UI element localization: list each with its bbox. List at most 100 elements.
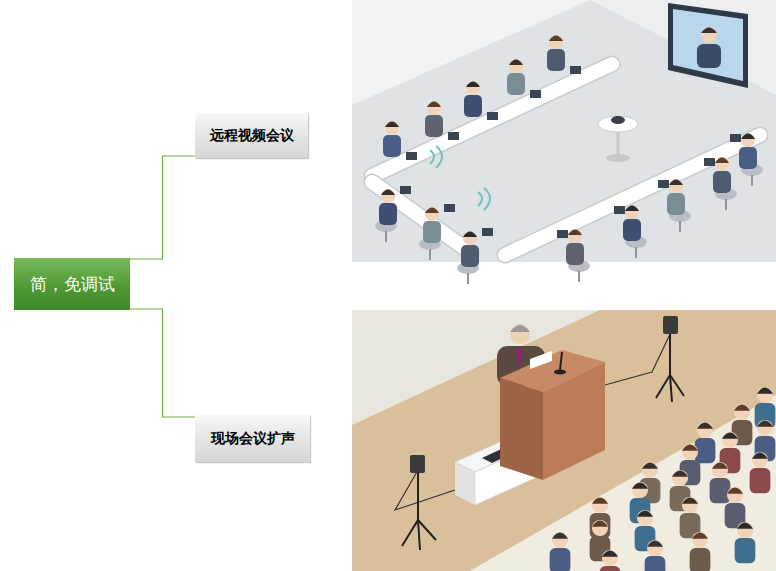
person bbox=[464, 81, 482, 117]
person-body bbox=[645, 556, 666, 571]
person-hair bbox=[637, 511, 653, 517]
person-body bbox=[461, 245, 479, 267]
person bbox=[566, 229, 584, 265]
conference-table bbox=[505, 135, 760, 255]
person-body bbox=[550, 548, 571, 571]
person-body bbox=[423, 221, 441, 243]
person-hair bbox=[722, 433, 738, 439]
laptop bbox=[658, 180, 669, 188]
person-hair bbox=[568, 230, 582, 236]
on-site-amplification-hall bbox=[352, 310, 776, 571]
person bbox=[735, 522, 756, 563]
person-hair bbox=[715, 158, 729, 164]
node-label: 简，免调试 bbox=[30, 273, 115, 296]
laptop bbox=[444, 204, 455, 212]
podium-front bbox=[543, 362, 605, 480]
person-hair bbox=[741, 134, 755, 140]
person-head bbox=[637, 510, 653, 526]
person-head bbox=[509, 59, 523, 73]
sound-wave bbox=[430, 146, 442, 168]
laptop bbox=[448, 132, 459, 140]
person-hair bbox=[647, 541, 663, 547]
podium-mic bbox=[560, 352, 562, 370]
person-head bbox=[427, 101, 441, 115]
person bbox=[750, 452, 771, 493]
person-body bbox=[739, 147, 757, 169]
person-body bbox=[600, 566, 621, 571]
laptop bbox=[530, 90, 541, 98]
person-body bbox=[383, 135, 401, 157]
person bbox=[680, 497, 701, 538]
person-head bbox=[552, 532, 568, 548]
person-hair bbox=[692, 533, 708, 539]
person-hair bbox=[427, 102, 441, 108]
person-head bbox=[741, 133, 755, 147]
person-body bbox=[590, 513, 611, 538]
person-hair bbox=[552, 533, 568, 539]
person-head bbox=[734, 404, 750, 420]
person-hair bbox=[682, 445, 698, 451]
loudspeaker bbox=[410, 455, 425, 473]
chair-stem bbox=[725, 199, 727, 210]
tv-person-head bbox=[701, 27, 717, 43]
person bbox=[623, 205, 641, 241]
node-label: 远程视频会议 bbox=[210, 127, 294, 145]
tv-screen bbox=[673, 9, 743, 81]
laptop bbox=[614, 206, 625, 214]
speaker-cable bbox=[395, 470, 455, 510]
person-hair bbox=[425, 208, 439, 214]
person-head bbox=[757, 387, 773, 403]
person-hair bbox=[466, 82, 480, 88]
tv-person-hair bbox=[701, 28, 717, 34]
person bbox=[507, 59, 525, 95]
video-conference-room bbox=[352, 0, 776, 262]
tripod-leg bbox=[670, 375, 672, 402]
chair-stem bbox=[635, 247, 637, 258]
person bbox=[725, 487, 746, 528]
person-hair bbox=[592, 521, 608, 527]
person-hair bbox=[592, 498, 608, 504]
speaker-head bbox=[510, 324, 530, 344]
person-body bbox=[566, 243, 584, 265]
person bbox=[547, 35, 565, 71]
person-hair bbox=[757, 388, 773, 394]
person-head bbox=[692, 532, 708, 548]
person bbox=[425, 101, 443, 137]
person bbox=[755, 387, 776, 428]
laptop bbox=[406, 152, 417, 160]
person bbox=[695, 422, 716, 463]
person-body bbox=[750, 468, 771, 493]
person-body bbox=[464, 95, 482, 117]
person-hair bbox=[642, 463, 658, 469]
hall-wall bbox=[352, 310, 776, 571]
person-hair bbox=[752, 453, 768, 459]
person-head bbox=[592, 497, 608, 513]
person-head bbox=[568, 229, 582, 243]
people bbox=[375, 35, 775, 571]
person-body bbox=[507, 73, 525, 95]
person-hair bbox=[381, 190, 395, 196]
person-head bbox=[682, 444, 698, 460]
person-head bbox=[463, 231, 477, 245]
chair-stem bbox=[578, 271, 580, 282]
conference-mic bbox=[611, 116, 625, 124]
person-hair bbox=[697, 423, 713, 429]
equipment-table-side bbox=[455, 462, 475, 505]
person bbox=[739, 133, 757, 169]
person-body bbox=[713, 171, 731, 193]
person-body bbox=[547, 49, 565, 71]
branch-box: 远程视频会议 bbox=[195, 113, 308, 158]
person-body bbox=[667, 193, 685, 215]
laptop bbox=[557, 230, 568, 238]
table-edge bbox=[505, 135, 760, 255]
person-head bbox=[669, 179, 683, 193]
laptop bbox=[570, 66, 581, 74]
person-head bbox=[425, 207, 439, 221]
person-head bbox=[385, 121, 399, 135]
room-floor bbox=[352, 0, 776, 262]
person bbox=[379, 189, 397, 225]
loudspeaker bbox=[663, 316, 678, 334]
table-edge bbox=[372, 182, 470, 252]
person-head bbox=[737, 522, 753, 538]
